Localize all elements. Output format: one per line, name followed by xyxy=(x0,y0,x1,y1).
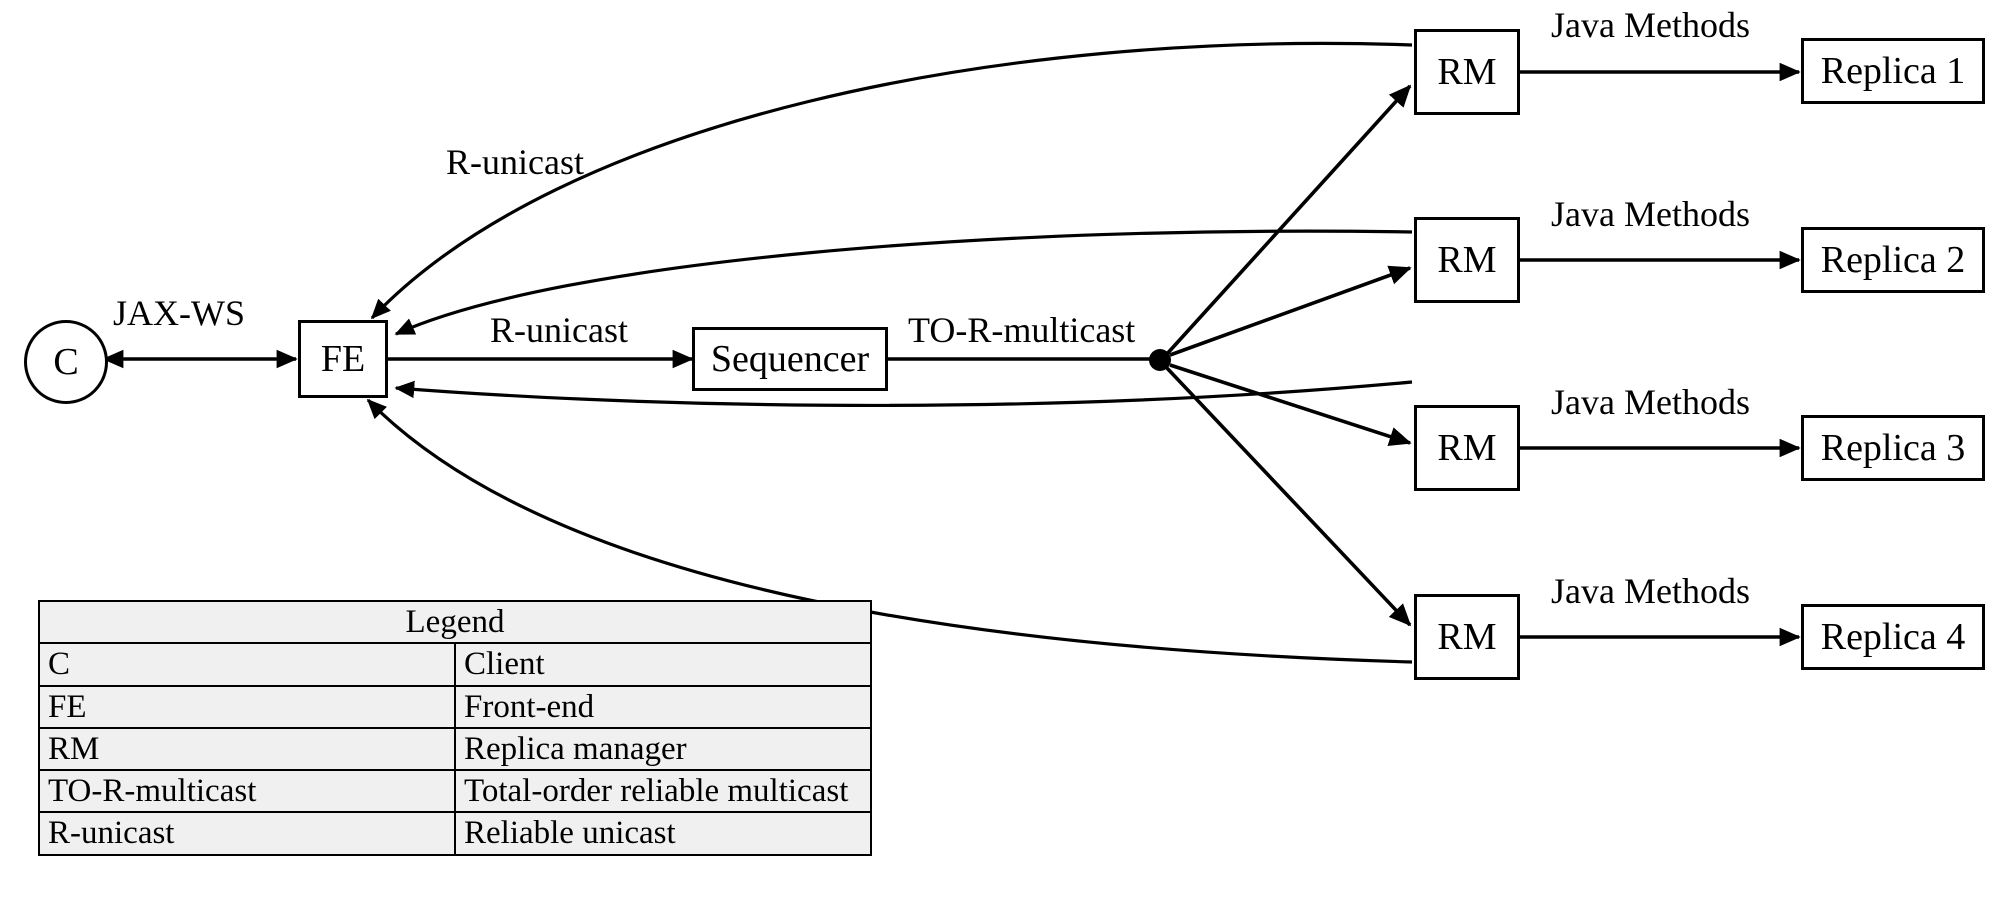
legend-title-row: Legend xyxy=(38,599,872,645)
legend-row: R-unicast Reliable unicast xyxy=(38,811,872,856)
legend-row: FE Front-end xyxy=(38,684,872,729)
node-replica-label: Replica 1 xyxy=(1820,50,1966,92)
edge-rm2-frontend xyxy=(394,229,1413,336)
edge-junction-rm3 xyxy=(1169,363,1412,446)
node-replica-label: Replica 2 xyxy=(1820,239,1966,281)
node-rm-label: RM xyxy=(1437,427,1497,469)
node-frontend-label: FE xyxy=(320,338,366,380)
legend-key: FE xyxy=(38,684,456,729)
node-rm-label: RM xyxy=(1437,51,1497,93)
edge-label-jax-ws: JAX-WS xyxy=(113,293,245,333)
edge-junction-rm1 xyxy=(1164,84,1412,357)
edge-label-java-methods-1: Java Methods xyxy=(1551,5,1750,45)
legend-key: TO-R-multicast xyxy=(38,769,456,814)
node-sequencer[interactable]: Sequencer xyxy=(692,327,888,391)
edge-junction-rm2 xyxy=(1169,265,1412,357)
legend-key: R-unicast xyxy=(38,811,456,856)
node-client-label: C xyxy=(53,341,79,383)
legend-value: Replica manager xyxy=(454,726,872,772)
legend-value: Front-end xyxy=(454,684,872,729)
legend-value: Reliable unicast xyxy=(454,811,872,856)
legend-title: Legend xyxy=(38,599,872,645)
legend-row: C Client xyxy=(38,642,872,687)
legend-value: Total-order reliable multicast xyxy=(454,769,872,814)
node-rm-label: RM xyxy=(1437,616,1497,658)
legend-value: Client xyxy=(454,642,872,687)
node-client[interactable]: C xyxy=(24,320,108,404)
node-rm-label: RM xyxy=(1437,239,1497,281)
edge-rm1-frontend xyxy=(370,41,1413,320)
multicast-junction-dot xyxy=(1149,349,1171,371)
edge-label-r-unicast-mid: R-unicast xyxy=(490,310,628,350)
legend-row: RM Replica manager xyxy=(38,726,872,772)
edge-rm4-frontend xyxy=(366,398,1413,664)
node-replica-1[interactable]: Replica 1 xyxy=(1801,38,1985,104)
legend-key: C xyxy=(38,642,456,687)
edge-label-to-r-multicast: TO-R-multicast xyxy=(908,310,1136,350)
edge-label-java-methods-4: Java Methods xyxy=(1551,571,1750,611)
node-replica-manager-3[interactable]: RM xyxy=(1414,405,1520,491)
edge-label-java-methods-2: Java Methods xyxy=(1551,194,1750,234)
node-replica-label: Replica 4 xyxy=(1820,616,1966,658)
edge-label-java-methods-3: Java Methods xyxy=(1551,382,1750,422)
edge-rm3-frontend xyxy=(394,380,1413,408)
node-replica-manager-2[interactable]: RM xyxy=(1414,217,1520,303)
legend-key: RM xyxy=(38,726,456,772)
edge-junction-rm4 xyxy=(1164,365,1412,627)
node-replica-4[interactable]: Replica 4 xyxy=(1801,604,1985,670)
node-replica-manager-1[interactable]: RM xyxy=(1414,29,1520,115)
node-frontend[interactable]: FE xyxy=(298,320,388,398)
edge-label-r-unicast-top: R-unicast xyxy=(446,142,584,182)
node-replica-3[interactable]: Replica 3 xyxy=(1801,415,1985,481)
legend-table: Legend C Client FE Front-end RM Replica … xyxy=(38,599,872,856)
node-replica-label: Replica 3 xyxy=(1820,427,1966,469)
legend-row: TO-R-multicast Total-order reliable mult… xyxy=(38,769,872,814)
node-sequencer-label: Sequencer xyxy=(710,338,870,380)
node-replica-2[interactable]: Replica 2 xyxy=(1801,227,1985,293)
node-replica-manager-4[interactable]: RM xyxy=(1414,594,1520,680)
